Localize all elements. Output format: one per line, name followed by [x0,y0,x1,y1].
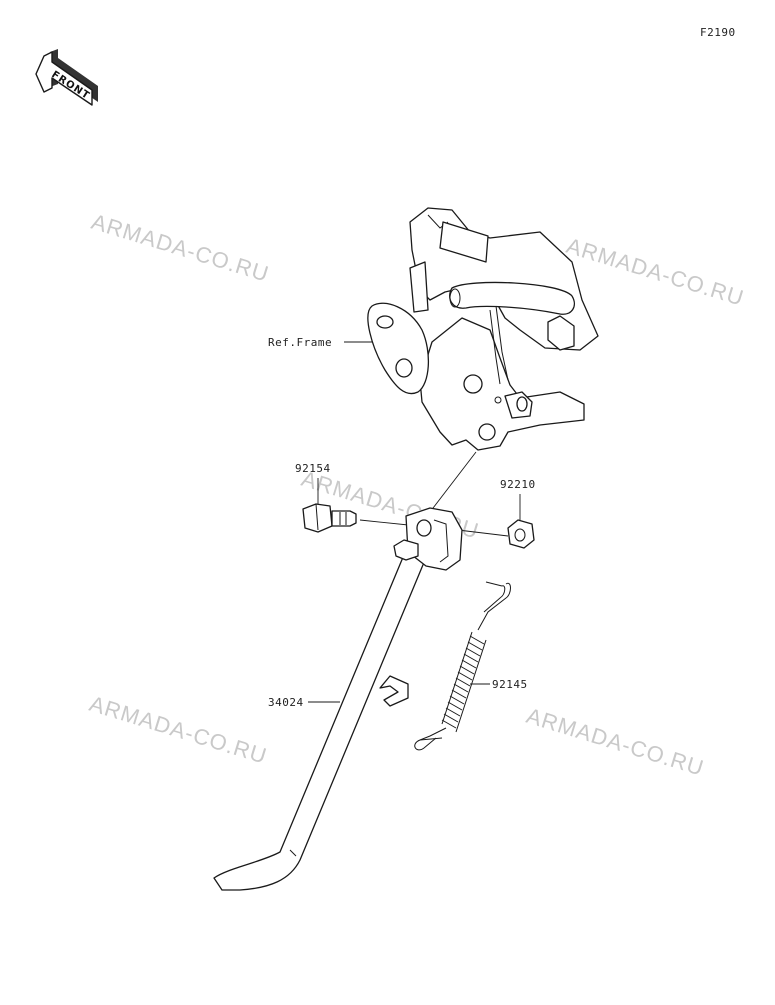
spring-92145 [414,581,511,751]
label-nut: 92210 [500,478,536,491]
label-ref-frame: Ref.Frame [268,336,332,349]
side-stand-34024 [213,507,463,891]
frame-bracket [367,207,599,451]
label-side-stand: 34024 [268,696,304,709]
bolt-92154 [302,503,357,533]
label-bolt: 92154 [295,462,331,475]
diagram-code: F2190 [700,26,736,39]
watermark-5: ARMADA-CO.RU [524,703,708,781]
nut-92210 [507,519,535,549]
front-arrow-icon: FRONT [35,49,98,106]
watermark-4: ARMADA-CO.RU [87,691,271,769]
label-spring: 92145 [492,678,528,691]
watermark-2: ARMADA-CO.RU [564,233,748,311]
watermark-1: ARMADA-CO.RU [89,209,273,287]
